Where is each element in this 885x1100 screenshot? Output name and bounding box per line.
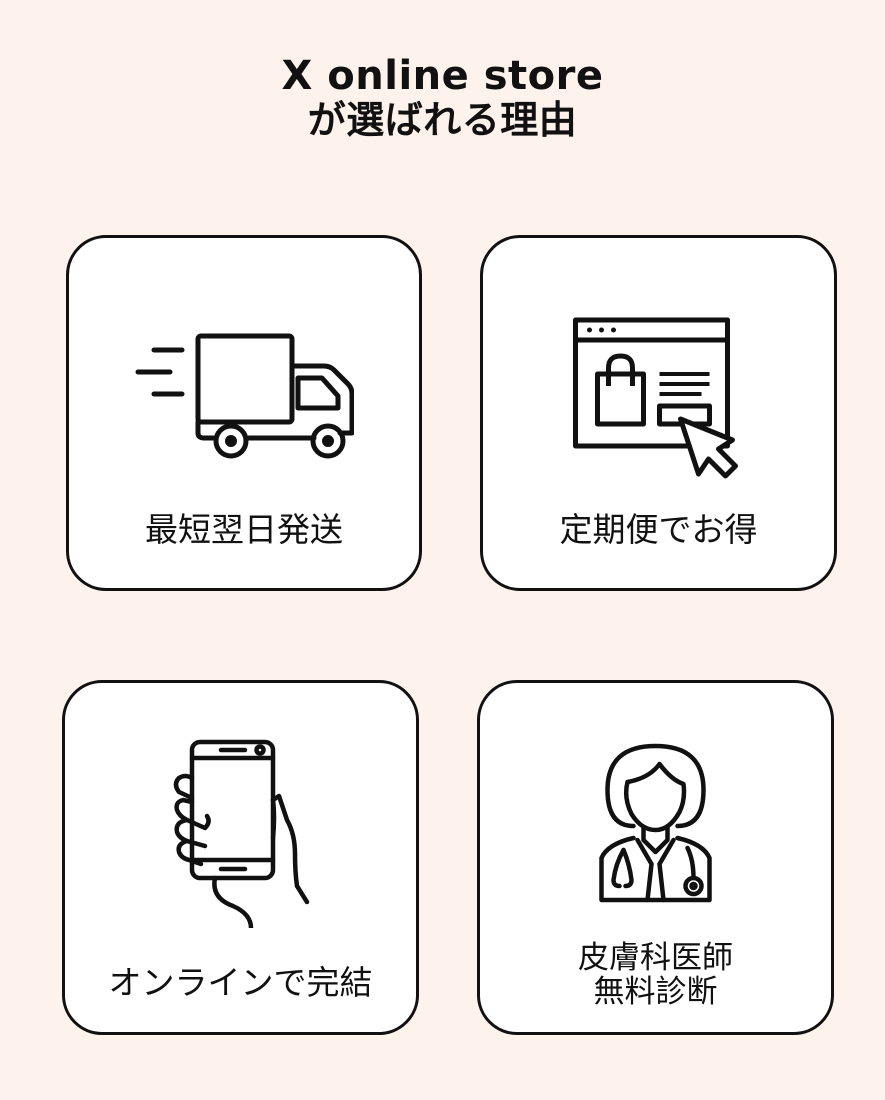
page-title: X online store が選ばれる理由 (0, 54, 885, 142)
feature-label: 定期便でお得 (559, 510, 758, 549)
title-line-1: X online store (281, 53, 604, 99)
feature-label-line-2: 無料診断 (593, 974, 718, 1010)
feature-label: 最短翌日発送 (145, 510, 343, 549)
smartphone-in-hand-icon (173, 739, 309, 928)
feature-card-dermatologist: 皮膚科医師 無料診断 (477, 680, 834, 1035)
feature-card-shipping: 最短翌日発送 (66, 235, 422, 591)
feature-label: 皮膚科医師 無料診断 (480, 941, 831, 1009)
title-line-2: が選ばれる理由 (307, 98, 578, 142)
feature-label: オンラインで完結 (108, 963, 373, 1002)
feature-card-subscription: 定期便でお得 (480, 235, 837, 591)
feature-card-online: オンラインで完結 (62, 680, 419, 1035)
feature-label-line-1: 皮膚科医師 (578, 940, 733, 976)
delivery-truck-icon (135, 333, 354, 459)
online-shop-cursor-icon (572, 317, 738, 479)
female-doctor-icon (598, 743, 712, 903)
